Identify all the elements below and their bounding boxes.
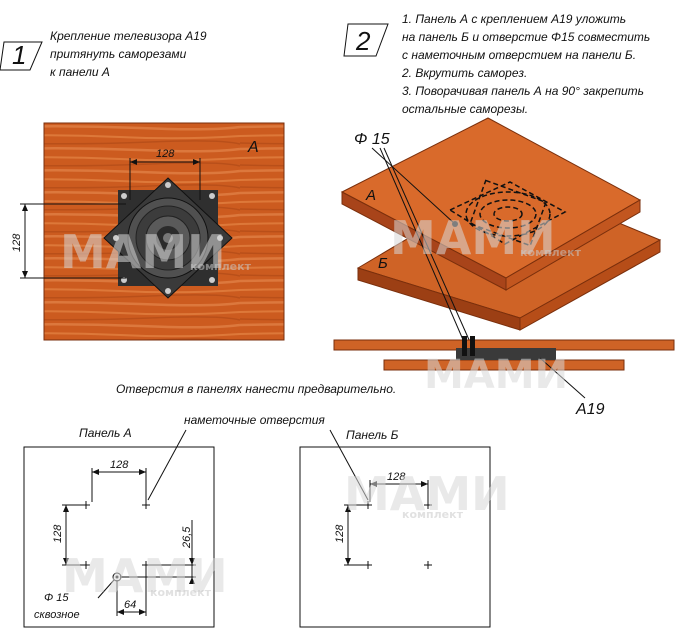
watermark-logo: МАМИ комплект (60, 225, 252, 279)
step2-badge: 2 (343, 23, 389, 57)
panel-b-plan-title: Панель Б (346, 428, 399, 442)
holes-note: Отверстия в панелях нанести предваритель… (116, 382, 396, 396)
step1-line-2: к панели А (50, 65, 110, 79)
iso-panel-b-letter: Б (378, 255, 388, 272)
svg-text:комплект: комплект (402, 508, 464, 521)
panel-a-plan: Панель А 128 128 26,5 (23, 426, 215, 628)
step1-badge: 1 (0, 40, 43, 71)
iso-panels: Б А Φ 15 (340, 117, 662, 343)
plan-a-hole-label: Φ 15 (44, 592, 69, 604)
step2-line-2: с наметочным отверстием на панели Б. (402, 48, 636, 62)
plan-b-dim-top: 128 (387, 471, 406, 483)
svg-text:комплект: комплект (520, 246, 582, 259)
plan-a-dim-top: 128 (110, 459, 129, 471)
step2-line-5: остальные саморезы. (402, 102, 528, 116)
watermark-logo: МАМИ комплект (62, 549, 228, 603)
dim-top-v: 128 (11, 233, 23, 252)
svg-text:МАМИ: МАМИ (62, 549, 228, 603)
watermark-logo: МАМИ комплект (344, 467, 510, 521)
iso-part-label: А19 (575, 401, 605, 418)
marking-holes-callout: наметочные отверстия (147, 413, 369, 501)
iso-mount-outline (448, 179, 567, 247)
step2-caption: 1. Панель А с креплением А19 уложить на … (401, 12, 650, 116)
plan-b-dim-left: 128 (334, 524, 346, 543)
panel-a-plan-title: Панель А (79, 426, 132, 440)
panel-a-top-view: А 128 128 (11, 122, 285, 341)
iso-panel-a-letter: А (365, 187, 376, 204)
plan-a-hole-note: сквозное (34, 609, 80, 621)
panel-a-letter: А (247, 139, 259, 156)
side-view: А19 (333, 336, 675, 418)
plan-a-dim-right: 26,5 (181, 526, 193, 549)
mount-plate (103, 177, 233, 299)
svg-text:МАМИ: МАМИ (60, 225, 226, 279)
svg-text:комплект: комплект (150, 586, 212, 599)
step1-line-1: притянуть саморезами (50, 47, 187, 61)
step2-line-0: 1. Панель А с креплением А19 уложить (402, 12, 626, 26)
step1-line-0: Крепление телевизора А19 (50, 29, 207, 43)
plan-a-dim-bottom: 64 (124, 599, 136, 611)
svg-text:МАМИ: МАМИ (390, 211, 556, 265)
watermark-logo: МАМИ (424, 352, 568, 398)
step2-line-3: 2. Вкрутить саморез. (401, 66, 527, 80)
marking-holes-label: наметочные отверстия (184, 413, 325, 427)
step2-line-4: 3. Поворачивая панель А на 90° закрепить (402, 84, 644, 98)
step1-caption: Крепление телевизора А19 притянуть самор… (50, 29, 207, 79)
watermark-logo: МАМИ комплект (390, 211, 582, 265)
svg-text:комплект: комплект (190, 260, 252, 273)
step2-number: 2 (355, 26, 371, 56)
step2-line-1: на панель Б и отверстие Φ15 совместить (402, 30, 650, 44)
dim-top-h: 128 (156, 148, 175, 160)
svg-text:МАМИ: МАМИ (424, 352, 568, 398)
svg-text:МАМИ: МАМИ (344, 467, 510, 521)
plan-a-dim-left: 128 (52, 524, 64, 543)
step1-number: 1 (12, 40, 26, 70)
iso-hole-label: Φ 15 (354, 131, 390, 148)
panel-b-plan: Панель Б 128 128 (299, 428, 491, 628)
